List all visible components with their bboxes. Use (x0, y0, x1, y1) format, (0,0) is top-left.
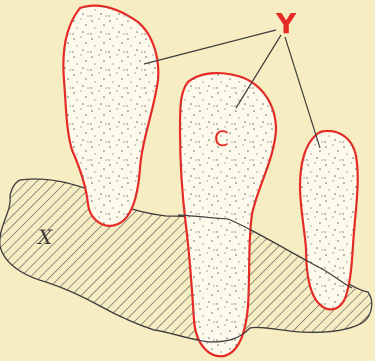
label-y: Y (275, 7, 297, 40)
stippled-fragment-right (300, 131, 358, 309)
label-x: X (36, 225, 53, 249)
label-c: C (214, 127, 229, 151)
